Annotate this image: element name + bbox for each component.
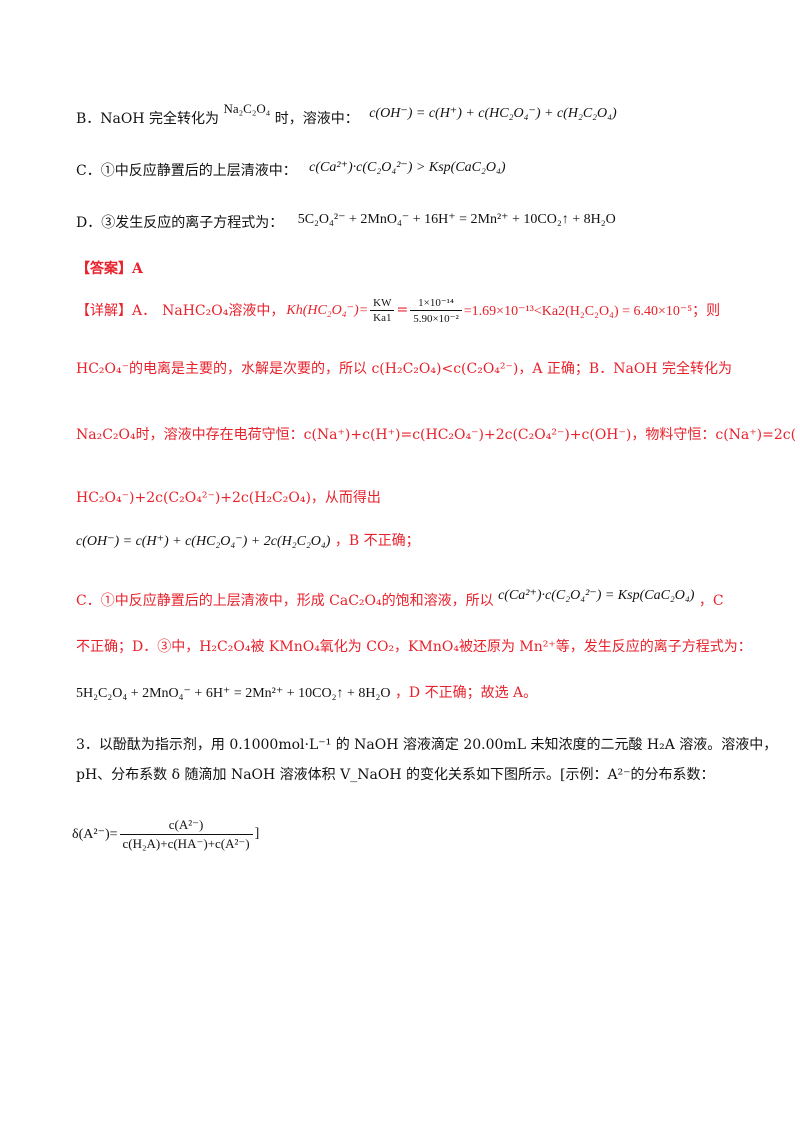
detail-line-6-text: C．①中反应静置后的上层清液中，形成 CaC₂O₄的饱和溶液，所以 — [76, 593, 494, 609]
question-3-line-2: pH、分布系数 δ 随滴加 NaOH 溶液体积 V_NaOH 的变化关系如下图所… — [76, 767, 715, 783]
detail-label: 【详解】A． — [76, 303, 157, 319]
detail-line-5-text: ，B 不正确； — [334, 533, 420, 549]
detail-line-7: 不正确；D．③中，H₂C₂O₄被 KMnO₄氧化为 CO₂，KMnO₄被还原为 … — [76, 639, 752, 655]
fraction-ka1: Ka1 — [373, 311, 392, 324]
delta-numerator: c(A²⁻) — [119, 817, 253, 835]
delta-fraction: c(A²⁻) c(H₂A)+c(HA⁻)+c(A²⁻) — [119, 817, 253, 852]
fraction-ka1-value: 5.90×10⁻² — [413, 312, 459, 325]
detail-text: NaHC₂O₄溶液中， — [162, 303, 285, 319]
detail-eq-sign: = — [396, 302, 409, 318]
option-d-text: D．③发生反应的离子方程式为： — [76, 215, 284, 231]
fraction-kw-value: 1×10⁻¹⁴ — [410, 296, 462, 311]
delta-close-bracket: ] — [254, 826, 260, 841]
detail-line-6-end: ，C — [698, 593, 724, 609]
fraction-kw-ka1: KW Ka1 — [370, 297, 395, 324]
fraction-kw: KW — [370, 297, 395, 311]
option-c-equation: c(Ca²⁺)·c(C₂O₄²⁻) > Ksp(CaC₂O₄) — [309, 160, 506, 175]
option-d-equation: 5C₂O₄²⁻ + 2MnO₄⁻ + 16H⁺ = 2Mn²⁺ + 10CO₂↑… — [297, 212, 616, 227]
detail-line-4: HC₂O₄⁻)+2c(C₂O₄²⁻)+2c(H₂C₂O₄)，从而得出 — [76, 490, 381, 506]
option-b: B．NaOH 完全转化为 Na₂C₂O₄ 时，溶液中： c(OH⁻) = c(H… — [76, 101, 617, 128]
detail-line-8-text: ，D 不正确；故选 A。 — [394, 685, 538, 701]
detail-line-2: HC₂O₄⁻的电离是主要的，水解是次要的，所以 c(H₂C₂O₄)<c(C₂O₄… — [76, 361, 732, 377]
detail-line-5-equation: c(OH⁻) = c(H⁺) + c(HC₂O₄⁻) + 2c(H₂C₂O₄) — [76, 534, 331, 549]
detail-kh: Kh(HC₂O₄⁻)= — [286, 302, 369, 318]
detail-line-8-equation: 5H₂C₂O₄ + 2MnO₄⁻ + 6H⁺ = 2Mn²⁺ + 10CO₂↑ … — [76, 686, 391, 701]
option-b-suffix: 时，溶液中： — [274, 111, 359, 127]
detail-result: =1.69×10⁻¹³<Ka2(H₂C₂O₄) = 6.40×10⁻⁵；则 — [463, 304, 721, 319]
fraction-values: 1×10⁻¹⁴ 5.90×10⁻² — [410, 296, 462, 325]
detail-line-5: c(OH⁻) = c(H⁺) + c(HC₂O₄⁻) + 2c(H₂C₂O₄) … — [76, 530, 420, 550]
detail-line-1: 【详解】A． NaHC₂O₄溶液中， Kh(HC₂O₄⁻)= KW Ka1 = … — [76, 290, 720, 330]
answer-label: 【答案】A — [76, 261, 143, 277]
option-b-text: B．NaOH 完全转化为 — [76, 111, 220, 127]
detail-line-6-equation: c(Ca²⁺)·c(C₂O₄²⁻) = Ksp(CaC₂O₄) — [498, 588, 695, 603]
option-b-compound: Na₂C₂O₄ — [223, 101, 271, 116]
option-d: D．③发生反应的离子方程式为： 5C₂O₄²⁻ + 2MnO₄⁻ + 16H⁺ … — [76, 212, 616, 232]
delta-label: δ(A²⁻)= — [72, 826, 118, 842]
option-b-equation: c(OH⁻) = c(H⁺) + c(HC₂O₄⁻) + c(H₂C₂O₄) — [369, 106, 617, 121]
option-c-text: C．①中反应静置后的上层清液中： — [76, 163, 297, 179]
detail-line-8: 5H₂C₂O₄ + 2MnO₄⁻ + 6H⁺ = 2Mn²⁺ + 10CO₂↑ … — [76, 682, 537, 702]
detail-line-6: C．①中反应静置后的上层清液中，形成 CaC₂O₄的饱和溶液，所以 c(Ca²⁺… — [76, 588, 724, 610]
detail-line-3: Na₂C₂O₄时，溶液中存在电荷守恒：c(Na⁺)+c(H⁺)=c(HC₂O₄⁻… — [76, 427, 797, 443]
delta-definition: δ(A²⁻)= c(A²⁻) c(H₂A)+c(HA⁻)+c(A²⁻) ] — [72, 812, 259, 856]
delta-denominator: c(H₂A)+c(HA⁻)+c(A²⁻) — [122, 835, 250, 851]
question-3-line-1: 3．以酚酞为指示剂，用 0.1000mol·L⁻¹ 的 NaOH 溶液滴定 20… — [76, 737, 778, 753]
option-c: C．①中反应静置后的上层清液中： c(Ca²⁺)·c(C₂O₄²⁻) > Ksp… — [76, 160, 506, 180]
